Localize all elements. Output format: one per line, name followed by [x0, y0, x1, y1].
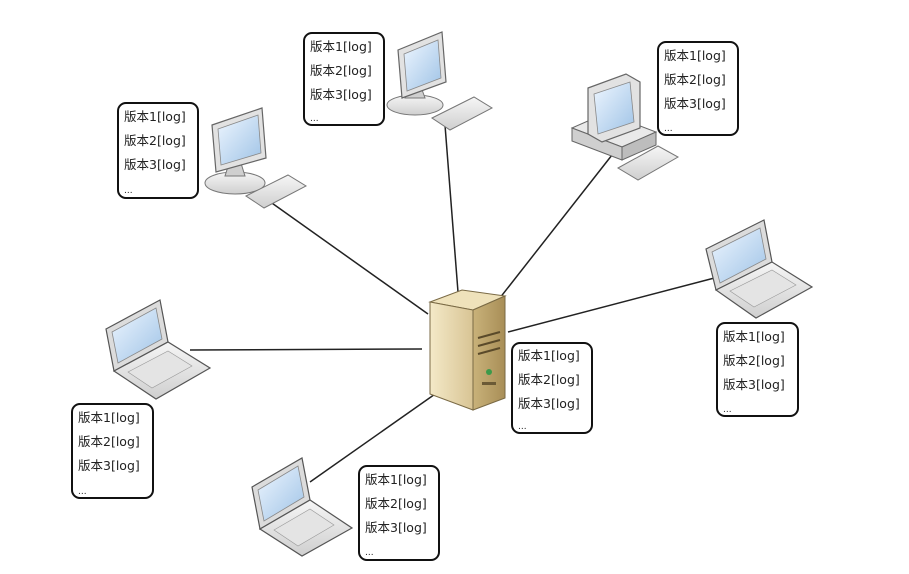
server-icon — [428, 289, 507, 411]
version-label: 版本2[log] — [518, 372, 580, 387]
link-left-laptop — [189, 348, 423, 351]
keyboard-icon — [245, 174, 308, 209]
version-label: 版本2[log] — [664, 72, 726, 87]
link-left-monitor — [261, 195, 429, 315]
more-ellipsis: ... — [518, 422, 527, 432]
version-label: 版本3[log] — [723, 377, 785, 392]
link-right-laptop — [507, 275, 723, 333]
server-version-box: 版本1[log] 版本2[log] 版本3[log] ... — [511, 342, 593, 434]
version-label: 版本1[log] — [365, 472, 427, 487]
client-version-box: 版本1[log] 版本2[log] 版本3[log] ... — [657, 41, 739, 136]
version-label: 版本3[log] — [664, 96, 726, 111]
version-label: 版本3[log] — [310, 87, 372, 102]
more-ellipsis: ... — [723, 405, 732, 415]
more-ellipsis: ... — [664, 124, 673, 134]
version-label: 版本3[log] — [518, 396, 580, 411]
laptop-icon — [251, 457, 354, 557]
version-label: 版本2[log] — [78, 434, 140, 449]
version-label: 版本2[log] — [124, 133, 186, 148]
client-version-box: 版本1[log] 版本2[log] 版本3[log] ... — [716, 322, 799, 417]
client-version-box: 版本1[log] 版本2[log] 版本3[log] ... — [117, 102, 199, 199]
version-label: 版本1[log] — [664, 48, 726, 63]
keyboard-icon — [431, 96, 494, 131]
link-top-monitor — [444, 124, 459, 293]
version-label: 版本2[log] — [365, 496, 427, 511]
more-ellipsis: ... — [78, 487, 87, 497]
link-bottom-laptop — [309, 391, 439, 483]
version-label: 版本1[log] — [78, 410, 140, 425]
version-label: 版本1[log] — [310, 39, 372, 54]
keyboard-icon — [616, 145, 680, 181]
version-label: 版本2[log] — [310, 63, 372, 78]
version-label: 版本3[log] — [124, 157, 186, 172]
client-version-box: 版本1[log] 版本2[log] 版本3[log] ... — [358, 465, 440, 561]
client-version-box: 版本1[log] 版本2[log] 版本3[log] ... — [71, 403, 154, 499]
version-label: 版本3[log] — [365, 520, 427, 535]
link-top-right-desktop — [491, 154, 613, 309]
more-ellipsis: ... — [310, 114, 319, 124]
version-label: 版本1[log] — [723, 329, 785, 344]
desktop-computer-icon — [570, 73, 658, 161]
laptop-icon — [705, 219, 814, 319]
more-ellipsis: ... — [365, 548, 374, 558]
more-ellipsis: ... — [124, 186, 133, 196]
version-label: 版本3[log] — [78, 458, 140, 473]
client-version-box: 版本1[log] 版本2[log] 版本3[log] ... — [303, 32, 385, 126]
version-label: 版本1[log] — [124, 109, 186, 124]
monitor-icon — [204, 107, 267, 195]
version-label: 版本2[log] — [723, 353, 785, 368]
connection-lines — [189, 124, 723, 483]
laptop-icon — [105, 299, 212, 400]
version-label: 版本1[log] — [518, 348, 580, 363]
monitor-icon — [386, 31, 447, 116]
